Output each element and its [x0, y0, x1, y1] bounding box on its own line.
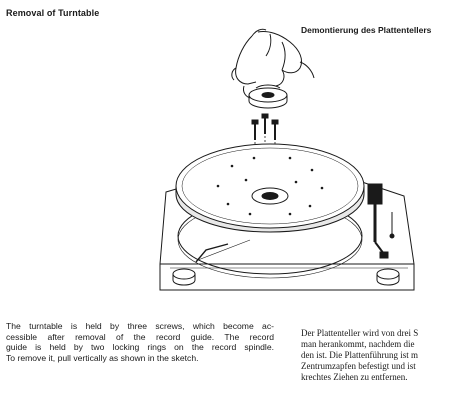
english-line: To remove it, pull vertically as shown i…	[6, 352, 199, 363]
german-paragraph: Der Plattenteller wird von drei S man he…	[301, 328, 452, 383]
record-guide	[248, 84, 288, 109]
heading-english: Removal of Turntable	[6, 8, 100, 18]
english-paragraph: The turntable is held by three screws, w…	[6, 321, 274, 363]
english-line: The turntable is held by three screws, w…	[6, 321, 274, 331]
german-line: man herankommt, nachdem die	[301, 339, 415, 349]
german-line: den ist. Die Plattenführung ist m	[301, 350, 418, 360]
german-line: Zentrumzapfen befestigt und ist	[301, 361, 416, 371]
english-line: guide is held by two locking rings on th…	[6, 342, 274, 352]
platter	[175, 143, 365, 233]
heading-german: Demontierung des Plattentellers	[301, 25, 432, 35]
tonearm	[367, 183, 395, 259]
turntable-illustration	[159, 28, 415, 291]
hand-illustration	[231, 28, 315, 99]
german-line: Der Plattenteller wird von drei S	[301, 328, 419, 338]
german-line: krechtes Ziehen zu entfernen.	[301, 372, 408, 382]
english-line: cessible after removal of the record gui…	[6, 331, 274, 342]
turntable-base	[159, 181, 415, 291]
